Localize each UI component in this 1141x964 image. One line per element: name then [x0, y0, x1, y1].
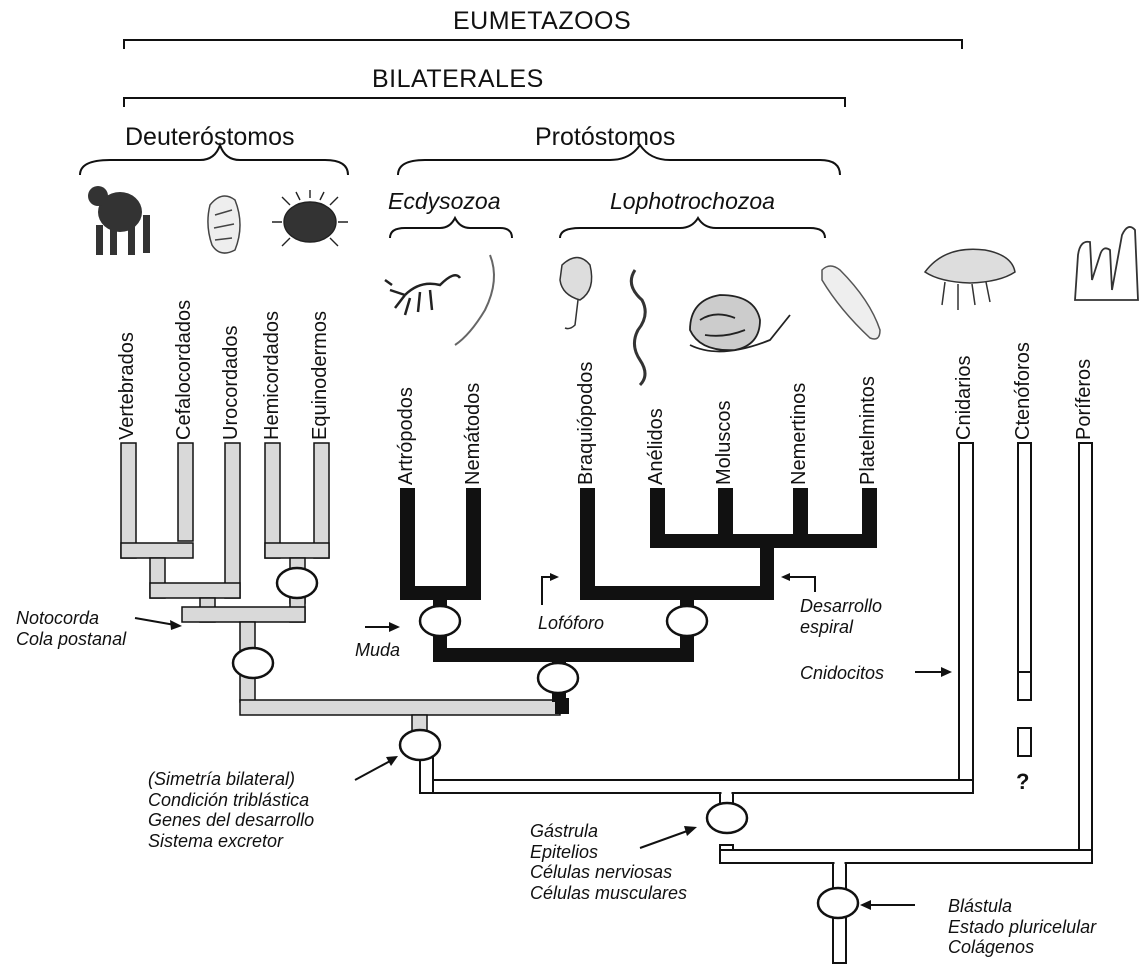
annotation-line: Blástula: [948, 896, 1013, 916]
branch-urocordados: [224, 442, 241, 599]
earthworm-icon: [629, 269, 647, 387]
scorpion-icon: [384, 273, 462, 316]
annotation-line: espiral: [800, 616, 854, 637]
arrow-desarrollo: [788, 576, 816, 592]
taxon-ctenoforos: Ctenóforos: [1012, 342, 1034, 440]
branch-vertebrados: [120, 442, 137, 559]
branch-cnidarios: [958, 442, 974, 794]
node-bilateria: [398, 728, 442, 762]
annotation-line: Gástrula: [530, 821, 599, 841]
arrow-notocorda: [134, 617, 176, 626]
annotation-line: Desarrollo: [800, 596, 883, 616]
gorilla-icon: [88, 186, 150, 255]
taxon-nematodos: Nemátodos: [462, 382, 484, 485]
taxon-urocordados: Urocordados: [220, 325, 242, 440]
annotation-line: Condición triblástica: [148, 789, 310, 810]
annotation-line: (Simetría bilateral): [148, 769, 296, 789]
arrow-lofoforo: [541, 576, 552, 605]
taxon-hemicordados: Hemicordados: [261, 311, 283, 440]
branch-poriferos: [1078, 442, 1093, 864]
annotation-line: Células musculares: [530, 883, 688, 904]
lancelet-icon: [207, 195, 241, 254]
taxon-poriferos: Poríferos: [1073, 358, 1095, 440]
ecdysozoa-brace: [389, 215, 513, 239]
annotation-line: Colágenos: [948, 937, 1035, 958]
node-protostomes: [536, 661, 580, 695]
lophotrochozoa-label: Lophotrochozoa: [610, 188, 775, 214]
eumetazoos-label: EUMETAZOOS: [453, 7, 632, 35]
taxon-nemertinos: Nemertinos: [788, 382, 810, 485]
snail-icon: [689, 294, 791, 353]
taxon-moluscos: Moluscos: [713, 400, 735, 485]
branch-moluscos: [718, 488, 733, 548]
annotation-line: Células nerviosas: [530, 862, 673, 883]
taxon-anelidos: Anélidos: [645, 408, 667, 485]
bilaterales-bracket: [123, 97, 846, 107]
sponge-icon: [1074, 226, 1139, 301]
branch-platelmintos: [862, 488, 877, 548]
eumetazoos-bracket: [123, 39, 963, 49]
arrow-gastrula: [639, 829, 691, 849]
branch-nemertinos: [793, 488, 808, 548]
protostomos-label: Protóstomos: [535, 123, 676, 151]
brachiopod-icon: [559, 256, 593, 330]
annotation-lofoforo: Lofóforo: [538, 613, 605, 633]
deuterostomos-brace: [79, 141, 349, 176]
annotation-line: Genes del desarrollo: [148, 810, 315, 831]
ecdysozoa-label: Ecdysozoa: [388, 188, 501, 214]
node-lophotrochozoa: [665, 604, 709, 638]
sea-urchin-icon: [272, 190, 348, 247]
annotation-blastula: Blástula Estado pluricelular Colágenos: [948, 896, 1096, 958]
node-metazoa: [816, 886, 860, 920]
taxon-cefalocordados: Cefalocordados: [173, 299, 195, 440]
branch-anelidos: [650, 488, 665, 548]
taxon-braquiopodos: Braquiópodos: [575, 361, 597, 485]
deuterostomos-label: Deuteróstomos: [125, 123, 295, 151]
lophotrochozoa-brace: [559, 216, 826, 239]
taxon-artropodos: Artrópodos: [395, 387, 417, 485]
node-deuterostomes: [231, 646, 275, 680]
node-eumetazoa: [705, 801, 749, 835]
annotation-desarrollo-espiral: Desarrollo espiral: [800, 596, 882, 637]
branch-braquiopodos: [580, 488, 595, 600]
protostomos-brace: [397, 143, 841, 176]
arrow-bilateral: [354, 759, 393, 781]
taxon-vertebrados: Vertebrados: [116, 332, 138, 440]
annotation-gastrula: Gástrula Epitelios Células nerviosas Cél…: [530, 821, 687, 904]
node-ecdysozoa: [418, 604, 462, 638]
branch-artropodos: [400, 488, 415, 600]
roundworm-icon: [454, 254, 495, 346]
ctenophore-question-mark: ?: [1016, 769, 1030, 794]
taxon-equinodermos: Equinodermos: [309, 311, 331, 440]
branch-hemicordados: [264, 442, 281, 559]
annotation-line: Estado pluricelular: [948, 916, 1097, 937]
annotation-line: Cola postanal: [16, 628, 127, 649]
taxon-platelmintos: Platelmintos: [857, 376, 879, 485]
flatworm-icon: [821, 265, 881, 340]
annotation-bilateral: (Simetría bilateral) Condición triblásti…: [148, 769, 314, 852]
node-echinoderm-hemichordate: [275, 566, 319, 600]
annotation-line: Epitelios: [530, 841, 599, 862]
annotation-muda: Muda: [355, 640, 401, 660]
taxon-cnidarios: Cnidarios: [953, 355, 975, 440]
bilaterales-label: BILATERALES: [372, 65, 544, 93]
annotation-line: Sistema excretor: [148, 831, 284, 852]
annotation-cnidocitos: Cnidocitos: [800, 663, 885, 683]
annotation-notocorda: Notocorda Cola postanal: [16, 608, 126, 649]
branch-equinodermos: [313, 442, 330, 559]
branch-cefalocordados: [177, 442, 194, 542]
jellyfish-icon: [923, 248, 1016, 310]
annotation-line: Notocorda: [16, 608, 100, 628]
branch-nematodos: [466, 488, 481, 600]
branch-ctenoforos: [1017, 442, 1032, 699]
